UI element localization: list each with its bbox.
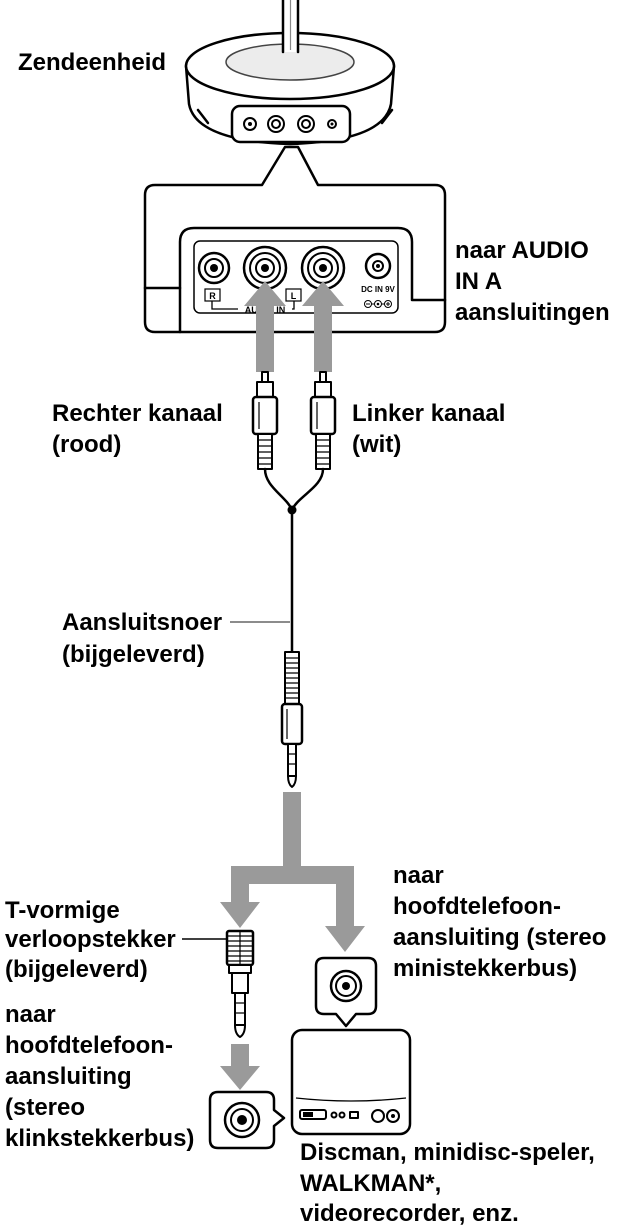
phone-jack-callout [208, 1090, 286, 1150]
phone-jack-label-line-4: (stereo [5, 1094, 85, 1121]
phone-jack-label-line-3: aansluiting [5, 1063, 132, 1090]
audio-in-jack-left-icon [300, 245, 346, 291]
callout-frame [143, 145, 447, 334]
mini-jack-label-line-1: naar [393, 862, 444, 889]
stereo-mini-plug-icon [280, 651, 304, 788]
transmitter-unit [184, 0, 396, 146]
dc-in-jack-icon [364, 252, 392, 280]
phone-jack-label-line-2: hoofdtelefoon- [5, 1032, 173, 1059]
headphone-jack-icon [223, 1101, 261, 1139]
callout-device-outline [143, 226, 447, 302]
mini-jack-label-line-4: ministekkerbus) [393, 955, 577, 982]
audio-in-target-line-3: aansluitingen [455, 299, 610, 326]
source-devices-line-1: Discman, minidisc-speler, [300, 1139, 595, 1166]
transmitter-small-jacks [243, 115, 337, 133]
phone-jack-label-line-5: klinkstekkerbus) [5, 1125, 194, 1152]
panel-label-r: R [209, 291, 216, 301]
unused-jack-icon [197, 251, 231, 285]
arrow-down-to-phone-jack [220, 1044, 260, 1090]
rca-plug-left-icon [309, 371, 337, 470]
arrow-up-right-channel [244, 281, 286, 372]
plug-adaptor-icon [225, 929, 255, 1038]
callout-jack-panel [193, 240, 399, 314]
mini-jack-label-line-3: aansluiting (stereo [393, 924, 606, 951]
phone-jack-label-line-1: naar [5, 1001, 56, 1028]
left-channel-label-line-1: Linker kanaal [352, 400, 505, 427]
mini-jack-callout [314, 956, 378, 1028]
transmitter-side-slot-left [196, 108, 210, 125]
rca-plug-right-icon [251, 371, 279, 470]
arrow-up-left-channel [302, 281, 344, 372]
audio-in-target-line-1: naar AUDIO [455, 237, 589, 264]
cord-label-line-1: Aansluitsnoer [62, 609, 222, 636]
transmitter-label: Zendeenheid [18, 49, 166, 76]
adaptor-label-line-2: verloopstekker [5, 926, 176, 953]
right-channel-label-line-1: Rechter kanaal [52, 400, 223, 427]
headphone-stand-post [281, 0, 300, 54]
audio-in-target-line-2: IN A [455, 268, 502, 295]
branch-arrow [220, 792, 365, 952]
panel-label-dc-in: DC IN 9V [361, 285, 395, 294]
audio-in-jack-right-icon [242, 245, 288, 291]
portable-player-icon [290, 1028, 412, 1136]
source-devices-line-3: videorecorder, enz. [300, 1200, 519, 1227]
left-channel-label-line-2: (wit) [352, 431, 401, 458]
dc-polarity-icon [364, 300, 392, 308]
panel-label-l: L [291, 291, 297, 301]
mini-headphone-jack-icon [329, 969, 363, 1003]
source-devices-line-2: WALKMAN*, [300, 1170, 441, 1197]
connecting-cord [263, 467, 325, 654]
adaptor-label-line-3: (bijgeleverd) [5, 956, 148, 983]
audio-in-bracket [211, 301, 295, 310]
transmitter-rear-panel [230, 104, 352, 144]
zoom-callout: R L AUDIO IN DC IN 9V [143, 145, 447, 334]
cord-label-line-2: (bijgeleverd) [62, 641, 205, 668]
transmitter-side-slot-right [380, 108, 394, 125]
right-channel-label-line-2: (rood) [52, 431, 121, 458]
adaptor-label-line-1: T-vormige [5, 897, 120, 924]
mini-jack-label-line-2: hoofdtelefoon- [393, 893, 561, 920]
